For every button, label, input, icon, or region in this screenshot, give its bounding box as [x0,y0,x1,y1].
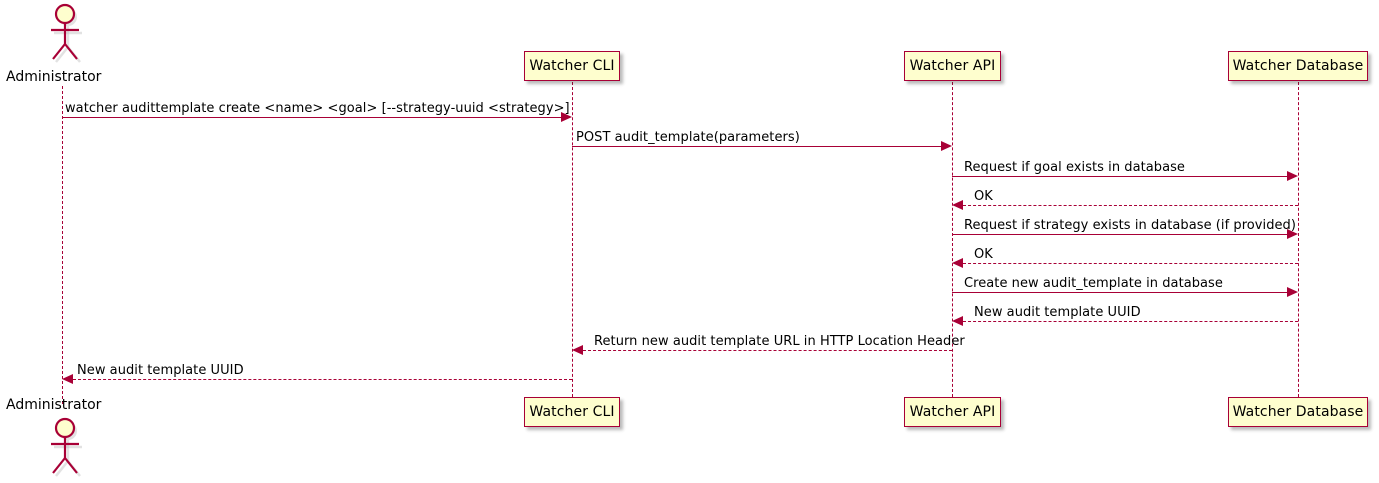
participant-label-watcher-api-top: Watcher API [909,58,996,74]
message-line-2 [572,146,941,147]
message-line-7 [952,292,1287,293]
message-label-9: Return new audit template URL in HTTP Lo… [594,334,965,349]
participant-label-watcher-database-top: Watcher Database [1232,58,1364,74]
participant-box-watcher-api-top[interactable]: Watcher API [904,51,1001,81]
message-arrowhead-7 [1287,287,1298,297]
message-label-10: New audit template UUID [77,363,244,378]
actor-label-administrator-top: Administrator [6,69,102,85]
message-line-8 [963,321,1298,322]
message-label-7: Create new audit_template in database [964,276,1223,291]
message-line-1 [62,117,561,118]
actor-administrator-top-icon [40,2,86,68]
lifeline-watcher-database [1298,82,1299,397]
participant-label-watcher-database-bottom: Watcher Database [1232,404,1364,420]
message-arrowhead-2 [941,141,952,151]
message-arrowhead-4 [952,200,963,210]
message-label-5: Request if strategy exists in database (… [964,218,1296,233]
message-arrowhead-5 [1287,229,1298,239]
message-arrowhead-9 [572,345,583,355]
message-label-4: OK [974,189,993,204]
message-line-5 [952,234,1287,235]
participant-box-watcher-database-top[interactable]: Watcher Database [1228,51,1368,81]
lifeline-administrator [62,86,63,404]
message-arrowhead-8 [952,316,963,326]
participant-label-watcher-api-bottom: Watcher API [909,404,996,420]
message-arrowhead-1 [561,112,572,122]
message-line-10 [73,379,572,380]
message-arrowhead-3 [1287,171,1298,181]
participant-label-watcher-cli-bottom: Watcher CLI [529,404,615,420]
message-line-9 [583,350,952,351]
participant-box-watcher-cli-top[interactable]: Watcher CLI [524,51,620,81]
actor-administrator-bottom-icon [40,416,86,482]
participant-box-watcher-api-bottom[interactable]: Watcher API [904,397,1001,427]
message-line-4 [963,205,1298,206]
lifeline-watcher-cli [572,82,573,397]
message-label-3: Request if goal exists in database [964,160,1185,175]
actor-label-administrator-bottom: Administrator [6,397,102,413]
message-label-1: watcher audittemplate create <name> <goa… [65,101,570,116]
message-label-2: POST audit_template(parameters) [576,130,800,145]
message-arrowhead-10 [62,374,73,384]
participant-label-watcher-cli-top: Watcher CLI [529,58,615,74]
message-label-8: New audit template UUID [974,305,1141,320]
participant-box-watcher-cli-bottom[interactable]: Watcher CLI [524,397,620,427]
message-label-6: OK [974,247,993,262]
message-arrowhead-6 [952,258,963,268]
message-line-6 [963,263,1298,264]
message-line-3 [952,176,1287,177]
lifeline-watcher-api [952,82,953,397]
participant-box-watcher-database-bottom[interactable]: Watcher Database [1228,397,1368,427]
